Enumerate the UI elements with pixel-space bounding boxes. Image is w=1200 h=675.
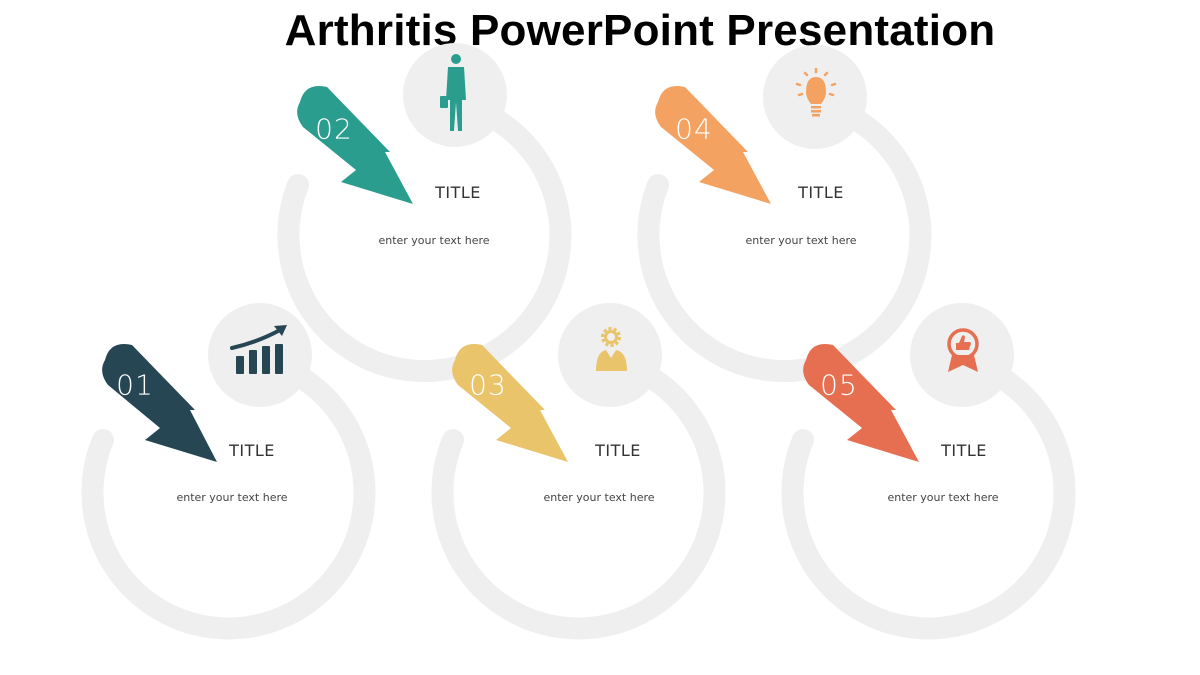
step-number-03: 03 bbox=[469, 368, 507, 402]
step-number-05: 05 bbox=[820, 368, 858, 402]
step-title-01: TITLE bbox=[229, 441, 275, 460]
ring-05 bbox=[781, 369, 1076, 640]
step-title-05: TITLE bbox=[941, 441, 987, 460]
growth-chart-icon bbox=[230, 325, 287, 374]
step-text-01: enter your text here bbox=[176, 491, 288, 504]
award-badge-icon bbox=[947, 328, 979, 372]
lightbulb-icon bbox=[795, 67, 837, 117]
step-text-02: enter your text here bbox=[378, 234, 490, 247]
icon-circle-03 bbox=[558, 303, 662, 407]
icon-circle-01 bbox=[208, 303, 312, 407]
businessman-icon bbox=[440, 54, 466, 131]
gear-person-icon bbox=[596, 327, 627, 371]
arrow-03 bbox=[452, 344, 568, 462]
arrow-01 bbox=[102, 344, 217, 462]
step-title-03: TITLE bbox=[595, 441, 641, 460]
step-title-04: TITLE bbox=[798, 183, 844, 202]
arrow-04 bbox=[655, 86, 771, 204]
step-number-04: 04 bbox=[675, 112, 713, 146]
ring-01 bbox=[81, 369, 376, 640]
arrow-02 bbox=[297, 86, 413, 204]
step-text-05: enter your text here bbox=[887, 491, 999, 504]
slide-title: Arthritis PowerPoint Presentation bbox=[284, 6, 996, 55]
step-title-02: TITLE bbox=[435, 183, 481, 202]
step-number-01: 01 bbox=[116, 368, 154, 402]
arrow-05 bbox=[803, 344, 919, 462]
step-text-03: enter your text here bbox=[543, 491, 655, 504]
step-number-02: 02 bbox=[315, 112, 353, 146]
step-text-04: enter your text here bbox=[745, 234, 857, 247]
ring-03 bbox=[431, 369, 726, 640]
